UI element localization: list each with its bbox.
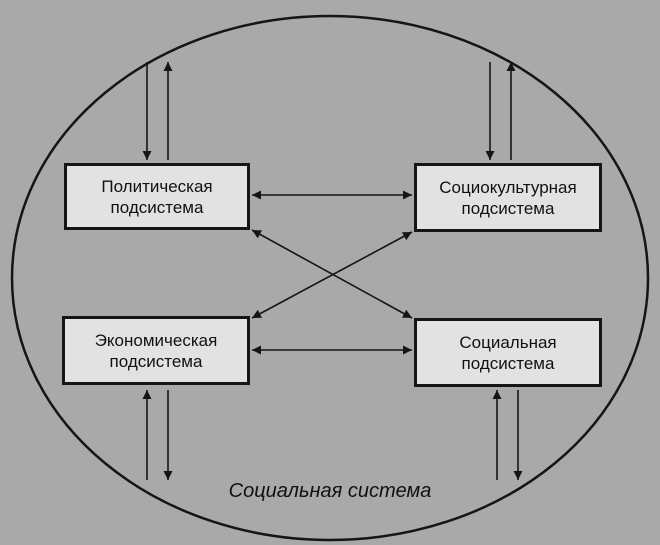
political-subsystem-label: Политическая	[101, 176, 213, 196]
sociocultural-subsystem-label: Социокультурная	[439, 177, 577, 197]
arrow-sociocultural-economic	[251, 231, 413, 319]
sociocultural-subsystem-box: Социокультурная подсистема	[414, 163, 602, 232]
social-subsystem-sublabel: подсистема	[461, 353, 555, 373]
political-subsystem-sublabel: подсистема	[110, 197, 204, 217]
sociocultural-subsystem-sublabel: подсистема	[461, 198, 555, 218]
political-subsystem-box: Политическая подсистема	[64, 163, 250, 230]
social-subsystem-label: Социальная	[459, 332, 557, 352]
social-subsystem-box: Социальная подсистема	[414, 318, 602, 387]
social-system-ellipse	[10, 14, 650, 542]
social-system-label: Социальная система	[228, 480, 432, 502]
economic-subsystem-box: Экономическая подсистема	[62, 316, 250, 385]
economic-subsystem-sublabel: подсистема	[109, 351, 203, 371]
economic-subsystem-label: Экономическая	[94, 330, 218, 350]
